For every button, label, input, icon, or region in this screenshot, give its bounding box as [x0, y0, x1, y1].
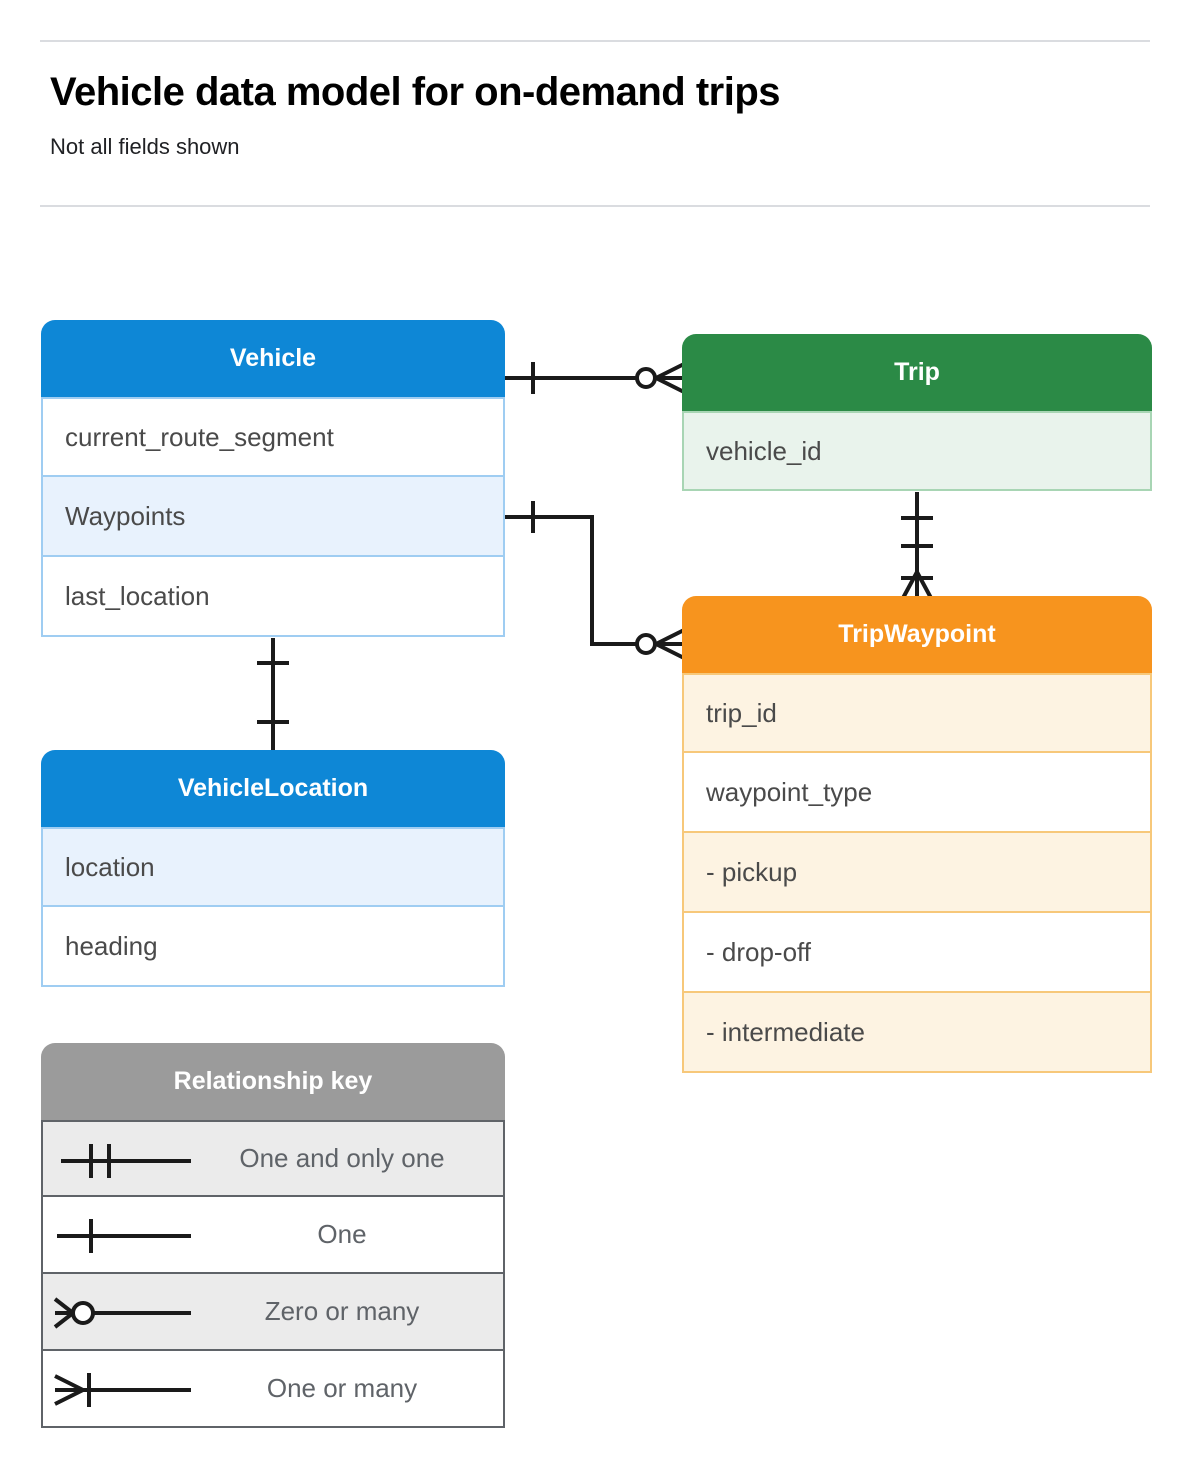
one-icon	[43, 1197, 193, 1272]
field-current-route-segment[interactable]: current_route_segment	[41, 397, 505, 477]
zero-or-many-icon	[43, 1274, 193, 1349]
page-subtitle: Not all fields shown	[50, 134, 240, 159]
one-or-many-icon	[43, 1351, 193, 1426]
entity-vehicle[interactable]: Vehicle current_route_segment Waypoints …	[41, 320, 505, 637]
field-waypoint-type-drop-off[interactable]: - drop-off	[682, 913, 1152, 993]
entity-trip-title: Trip	[682, 334, 1152, 411]
legend-row-one: One	[41, 1197, 505, 1274]
legend-relationship-key: Relationship key One and only one	[41, 1043, 505, 1428]
field-vehicle-id[interactable]: vehicle_id	[682, 411, 1152, 491]
field-waypoints[interactable]: Waypoints	[41, 477, 505, 557]
entity-trip-waypoint-title: TripWaypoint	[682, 596, 1152, 673]
entity-vehicle-title: Vehicle	[41, 320, 505, 397]
field-location[interactable]: location	[41, 827, 505, 907]
page-title: Vehicle data model for on-demand trips	[50, 70, 781, 114]
field-heading[interactable]: heading	[41, 907, 505, 987]
entity-vehicle-location-title: VehicleLocation	[41, 750, 505, 827]
legend-label-one: One	[317, 1219, 367, 1249]
entity-trip[interactable]: Trip vehicle_id	[682, 334, 1152, 491]
one-and-only-one-icon	[43, 1122, 193, 1195]
legend-label-one-and-only-one: One and only one	[239, 1143, 445, 1173]
legend-row-zero-or-many: Zero or many	[41, 1274, 505, 1351]
entity-vehicle-location[interactable]: VehicleLocation location heading	[41, 750, 505, 987]
legend-label-zero-or-many: Zero or many	[264, 1296, 420, 1326]
divider-top	[40, 40, 1150, 42]
field-waypoint-type-pickup[interactable]: - pickup	[682, 833, 1152, 913]
entity-trip-waypoint[interactable]: TripWaypoint trip_id waypoint_type - pic…	[682, 596, 1152, 1073]
legend-label-one-or-many: One or many	[266, 1373, 418, 1403]
field-waypoint-type-intermediate[interactable]: - intermediate	[682, 993, 1152, 1073]
legend-row-one-and-only-one: One and only one	[41, 1120, 505, 1197]
legend-title: Relationship key	[41, 1043, 505, 1120]
field-last-location[interactable]: last_location	[41, 557, 505, 637]
legend-row-one-or-many: One or many	[41, 1351, 505, 1428]
divider-bottom	[40, 205, 1150, 207]
field-waypoint-type[interactable]: waypoint_type	[682, 753, 1152, 833]
field-trip-id[interactable]: trip_id	[682, 673, 1152, 753]
